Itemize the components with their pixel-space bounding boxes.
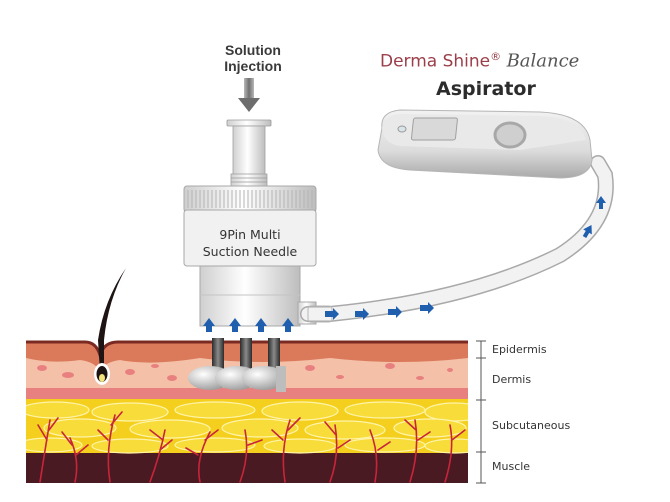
up-arrow-icon bbox=[582, 224, 592, 239]
syringe-plunger bbox=[226, 119, 272, 189]
right-arrow-icon bbox=[325, 308, 339, 320]
up-arrow-icon bbox=[282, 318, 294, 332]
layer-label-dermis: Dermis bbox=[492, 373, 532, 386]
brand-subtitle: Balance bbox=[506, 50, 580, 72]
aspirator-device bbox=[377, 109, 593, 179]
right-arrow-icon bbox=[388, 306, 402, 318]
up-arrow-icon bbox=[203, 318, 215, 332]
blood-vessels bbox=[37, 411, 466, 483]
right-arrow-icon bbox=[355, 308, 369, 320]
needle-housing bbox=[183, 185, 317, 327]
brand-name: Derma Shine bbox=[380, 51, 491, 72]
solution-label-line2: Injection bbox=[224, 58, 282, 74]
up-arrow-icon bbox=[596, 196, 606, 209]
brand-logo: Derma Shine® Balance bbox=[380, 50, 579, 72]
layer-label-epidermis: Epidermis bbox=[492, 343, 547, 356]
registered-mark: ® bbox=[490, 50, 502, 63]
skin-cross-section bbox=[26, 340, 468, 483]
dermis-spots bbox=[37, 363, 453, 381]
device-screen bbox=[410, 117, 458, 141]
muscle-layer bbox=[26, 452, 468, 483]
needle-label-line2: Suction Needle bbox=[202, 244, 298, 259]
layer-label-muscle: Muscle bbox=[492, 460, 531, 473]
device-title: Aspirator bbox=[436, 78, 536, 100]
needle-label-line1: 9Pin Multi bbox=[219, 227, 281, 242]
fat-cells bbox=[26, 401, 468, 454]
up-arrow-icon bbox=[229, 318, 241, 332]
suction-tube bbox=[300, 155, 614, 323]
suction-up-arrows bbox=[203, 318, 294, 332]
up-arrow-icon bbox=[255, 318, 267, 332]
dermis-base bbox=[26, 386, 468, 399]
power-led bbox=[397, 125, 407, 133]
hair-follicle bbox=[94, 268, 126, 385]
needle-label: 9Pin Multi Suction Needle bbox=[184, 226, 316, 260]
device-button bbox=[493, 121, 527, 149]
right-arrow-icon bbox=[420, 302, 434, 314]
suction-pins bbox=[188, 338, 286, 392]
flow-arrows bbox=[325, 196, 606, 320]
solution-injection-label: Solution Injection bbox=[205, 42, 301, 74]
layer-label-subcutaneous: Subcutaneous bbox=[492, 419, 571, 432]
solution-label-line1: Solution bbox=[225, 42, 281, 58]
layer-scale bbox=[476, 340, 486, 484]
solution-arrow-icon bbox=[238, 78, 260, 112]
